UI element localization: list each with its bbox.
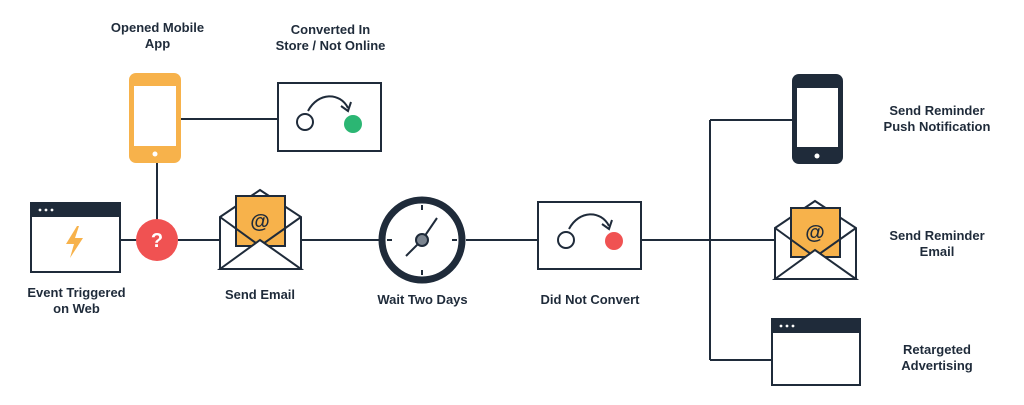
label-send-email: Send Email	[200, 287, 320, 303]
label-line: on Web	[53, 301, 100, 316]
reminder-email-envelope-icon: @	[771, 199, 860, 280]
question-mark-icon: ?	[136, 219, 178, 261]
orange-mobile-phone-icon	[129, 73, 181, 163]
label-reminder-email: Send Reminder Email	[872, 228, 1002, 260]
label-line: Advertising	[901, 358, 973, 373]
label-line: Send Reminder	[889, 103, 985, 118]
clock-icon	[378, 196, 466, 284]
label-line: Email	[919, 244, 955, 259]
lightning-bolt-icon	[66, 226, 83, 258]
label-line: Event Triggered	[27, 285, 126, 300]
label-did-not-convert: Did Not Convert	[525, 292, 655, 308]
question-symbol: ?	[151, 230, 163, 252]
label-line: Send Reminder	[889, 228, 985, 243]
label-line: Store / Not Online	[275, 38, 386, 53]
email-envelope-icon: @	[216, 188, 305, 270]
label-push-notification: Send Reminder Push Notification	[872, 103, 1002, 135]
label-converted-in-store: Converted In Store / Not Online	[258, 22, 403, 54]
label-line: Opened Mobile	[110, 20, 205, 35]
browser-window-icon	[30, 202, 121, 273]
label-wait-two-days: Wait Two Days	[360, 292, 485, 308]
dark-mobile-phone-icon	[792, 74, 843, 164]
label-event-triggered: Event Triggered on Web	[14, 285, 139, 317]
label-retargeted-advertising: Retargeted Advertising	[872, 342, 1002, 374]
label-line: Did Not Convert	[540, 292, 640, 307]
at-symbol: @	[250, 211, 270, 233]
label-line: Send Email	[224, 287, 296, 302]
converted-flow-icon	[277, 82, 382, 152]
label-line: App	[144, 36, 171, 51]
label-line: Push Notification	[883, 119, 991, 134]
label-opened-mobile-app: Opened Mobile App	[95, 20, 220, 52]
label-line: Wait Two Days	[377, 292, 468, 307]
at-symbol: @	[805, 222, 825, 244]
not-converted-flow-icon	[537, 201, 642, 270]
label-line: Retargeted	[903, 342, 971, 357]
ad-browser-window-icon	[771, 318, 861, 386]
label-line: Converted In	[290, 22, 371, 37]
